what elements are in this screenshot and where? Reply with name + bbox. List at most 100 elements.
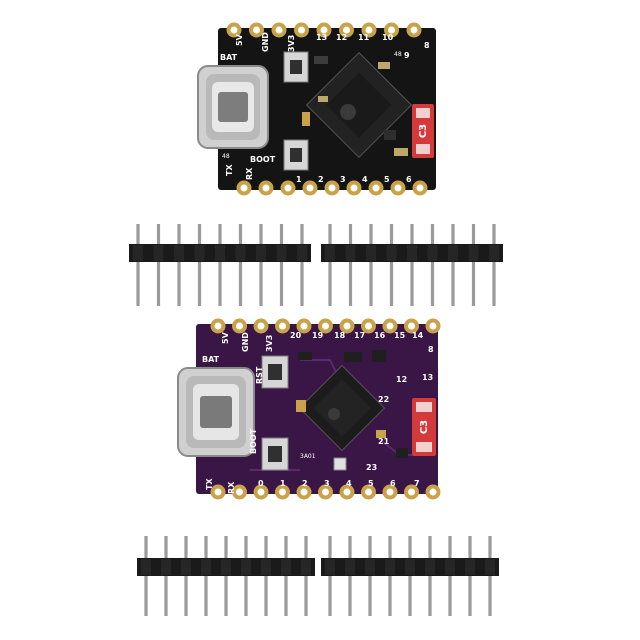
bb-side-label: BOOT bbox=[250, 155, 276, 164]
pin-pad bbox=[275, 318, 290, 334]
pin-pad bbox=[249, 22, 264, 38]
bb-bottom-label: 5 bbox=[384, 175, 390, 184]
reset-button bbox=[261, 355, 289, 389]
bb-bottom-label: 4 bbox=[362, 175, 368, 184]
header-pin bbox=[156, 224, 161, 306]
pb-bottom-label: 6 bbox=[390, 479, 396, 488]
pin-header-lower-left bbox=[137, 536, 315, 616]
bb-bottom-label: 2 bbox=[318, 175, 324, 184]
header-pin bbox=[218, 224, 222, 306]
header-segment bbox=[161, 559, 171, 575]
bb-side-label: TX bbox=[225, 164, 234, 176]
pin-pad bbox=[302, 180, 318, 196]
boot-button bbox=[261, 437, 289, 471]
pin-pad bbox=[404, 318, 419, 334]
pb-bottom-label: 3 bbox=[324, 479, 330, 488]
usb-c-connector bbox=[197, 65, 269, 149]
pin-pad bbox=[271, 22, 287, 38]
header-segment bbox=[215, 245, 225, 261]
header-segment bbox=[468, 245, 479, 261]
header-segment bbox=[448, 245, 458, 261]
pin-pad bbox=[425, 318, 441, 334]
pin-pad bbox=[210, 318, 226, 334]
header-segment bbox=[465, 559, 475, 575]
pb-extra-label: 3A01 bbox=[300, 453, 316, 460]
pb-side-label: 13 bbox=[422, 373, 433, 382]
pb-side-label: BAT bbox=[202, 355, 220, 364]
pin-pad bbox=[232, 318, 247, 334]
pin-pad bbox=[412, 180, 428, 196]
pin-header-upper-right bbox=[321, 224, 503, 306]
pb-side-label: 21 bbox=[378, 437, 390, 446]
esp32-chip bbox=[298, 364, 386, 452]
pin-pad bbox=[318, 318, 333, 334]
bb-top-label: 11 bbox=[358, 33, 370, 42]
header-segment bbox=[181, 559, 191, 575]
header-segment bbox=[153, 245, 164, 261]
pin-pad bbox=[382, 318, 398, 334]
header-segment bbox=[405, 559, 415, 575]
header-pin bbox=[259, 224, 263, 306]
pin-pad bbox=[253, 484, 269, 500]
pin-pad bbox=[226, 22, 242, 38]
pb-side-label: RST bbox=[255, 366, 264, 384]
pin-pad bbox=[361, 318, 376, 334]
pb-side-label: BOOT bbox=[249, 428, 258, 454]
pin-pad bbox=[275, 484, 290, 500]
purple-board-bottom-pads bbox=[210, 484, 441, 500]
header-segment bbox=[201, 559, 211, 575]
header-segment bbox=[174, 245, 184, 261]
header-segment bbox=[365, 559, 375, 575]
header-segment bbox=[425, 559, 435, 575]
header-segment bbox=[221, 559, 231, 575]
header-pin bbox=[197, 224, 202, 306]
header-segment bbox=[489, 245, 499, 261]
pin-pad bbox=[253, 318, 269, 334]
pb-top-label: 18 bbox=[334, 331, 346, 340]
header-segment bbox=[485, 559, 495, 575]
pin-pad bbox=[361, 22, 377, 38]
pb-side-label: 12 bbox=[396, 375, 407, 384]
c3-badge: C3 bbox=[412, 398, 436, 456]
bb-bottom-label: 1 bbox=[296, 175, 302, 184]
pin-pad bbox=[294, 22, 309, 38]
pb-top-label: 3V3 bbox=[265, 335, 274, 352]
bb-top-label: 13 bbox=[316, 33, 327, 42]
header-pin bbox=[328, 224, 332, 306]
purple-board-top-pads bbox=[210, 318, 441, 334]
pb-top-label: 19 bbox=[312, 331, 324, 340]
pin-pad bbox=[210, 484, 226, 500]
pb-bottom-label: 4 bbox=[346, 479, 352, 488]
header-pin bbox=[136, 224, 140, 306]
pin-pad bbox=[425, 484, 441, 500]
header-segment bbox=[261, 559, 271, 575]
header-segment bbox=[301, 559, 311, 575]
c3-badge: C3 bbox=[412, 104, 434, 158]
header-segment bbox=[141, 559, 151, 575]
header-pin bbox=[389, 224, 394, 306]
header-segment bbox=[445, 559, 455, 575]
pb-top-label: 20 bbox=[290, 331, 302, 340]
reset-button bbox=[283, 51, 309, 83]
header-pin bbox=[177, 224, 181, 306]
pin-pad bbox=[324, 180, 340, 196]
pin-pad bbox=[280, 180, 296, 196]
header-segment bbox=[366, 245, 376, 261]
header-segment bbox=[276, 245, 287, 261]
header-pin bbox=[279, 224, 284, 306]
boot-button bbox=[283, 139, 309, 171]
header-pin bbox=[430, 224, 435, 306]
pb-side-label: 23 bbox=[366, 463, 377, 472]
pin-pad bbox=[382, 484, 398, 500]
header-pin bbox=[451, 224, 455, 306]
pin-pad bbox=[318, 484, 333, 500]
purple-board-badge-text: C3 bbox=[419, 420, 430, 434]
pin-pad bbox=[236, 180, 252, 196]
pb-side-label: TX bbox=[205, 478, 214, 490]
header-segment bbox=[325, 245, 335, 261]
pin-pad bbox=[296, 318, 312, 334]
pin-pad bbox=[406, 22, 422, 38]
pb-top-label: 5V bbox=[221, 331, 230, 344]
bb-side-label: BAT bbox=[220, 53, 238, 62]
